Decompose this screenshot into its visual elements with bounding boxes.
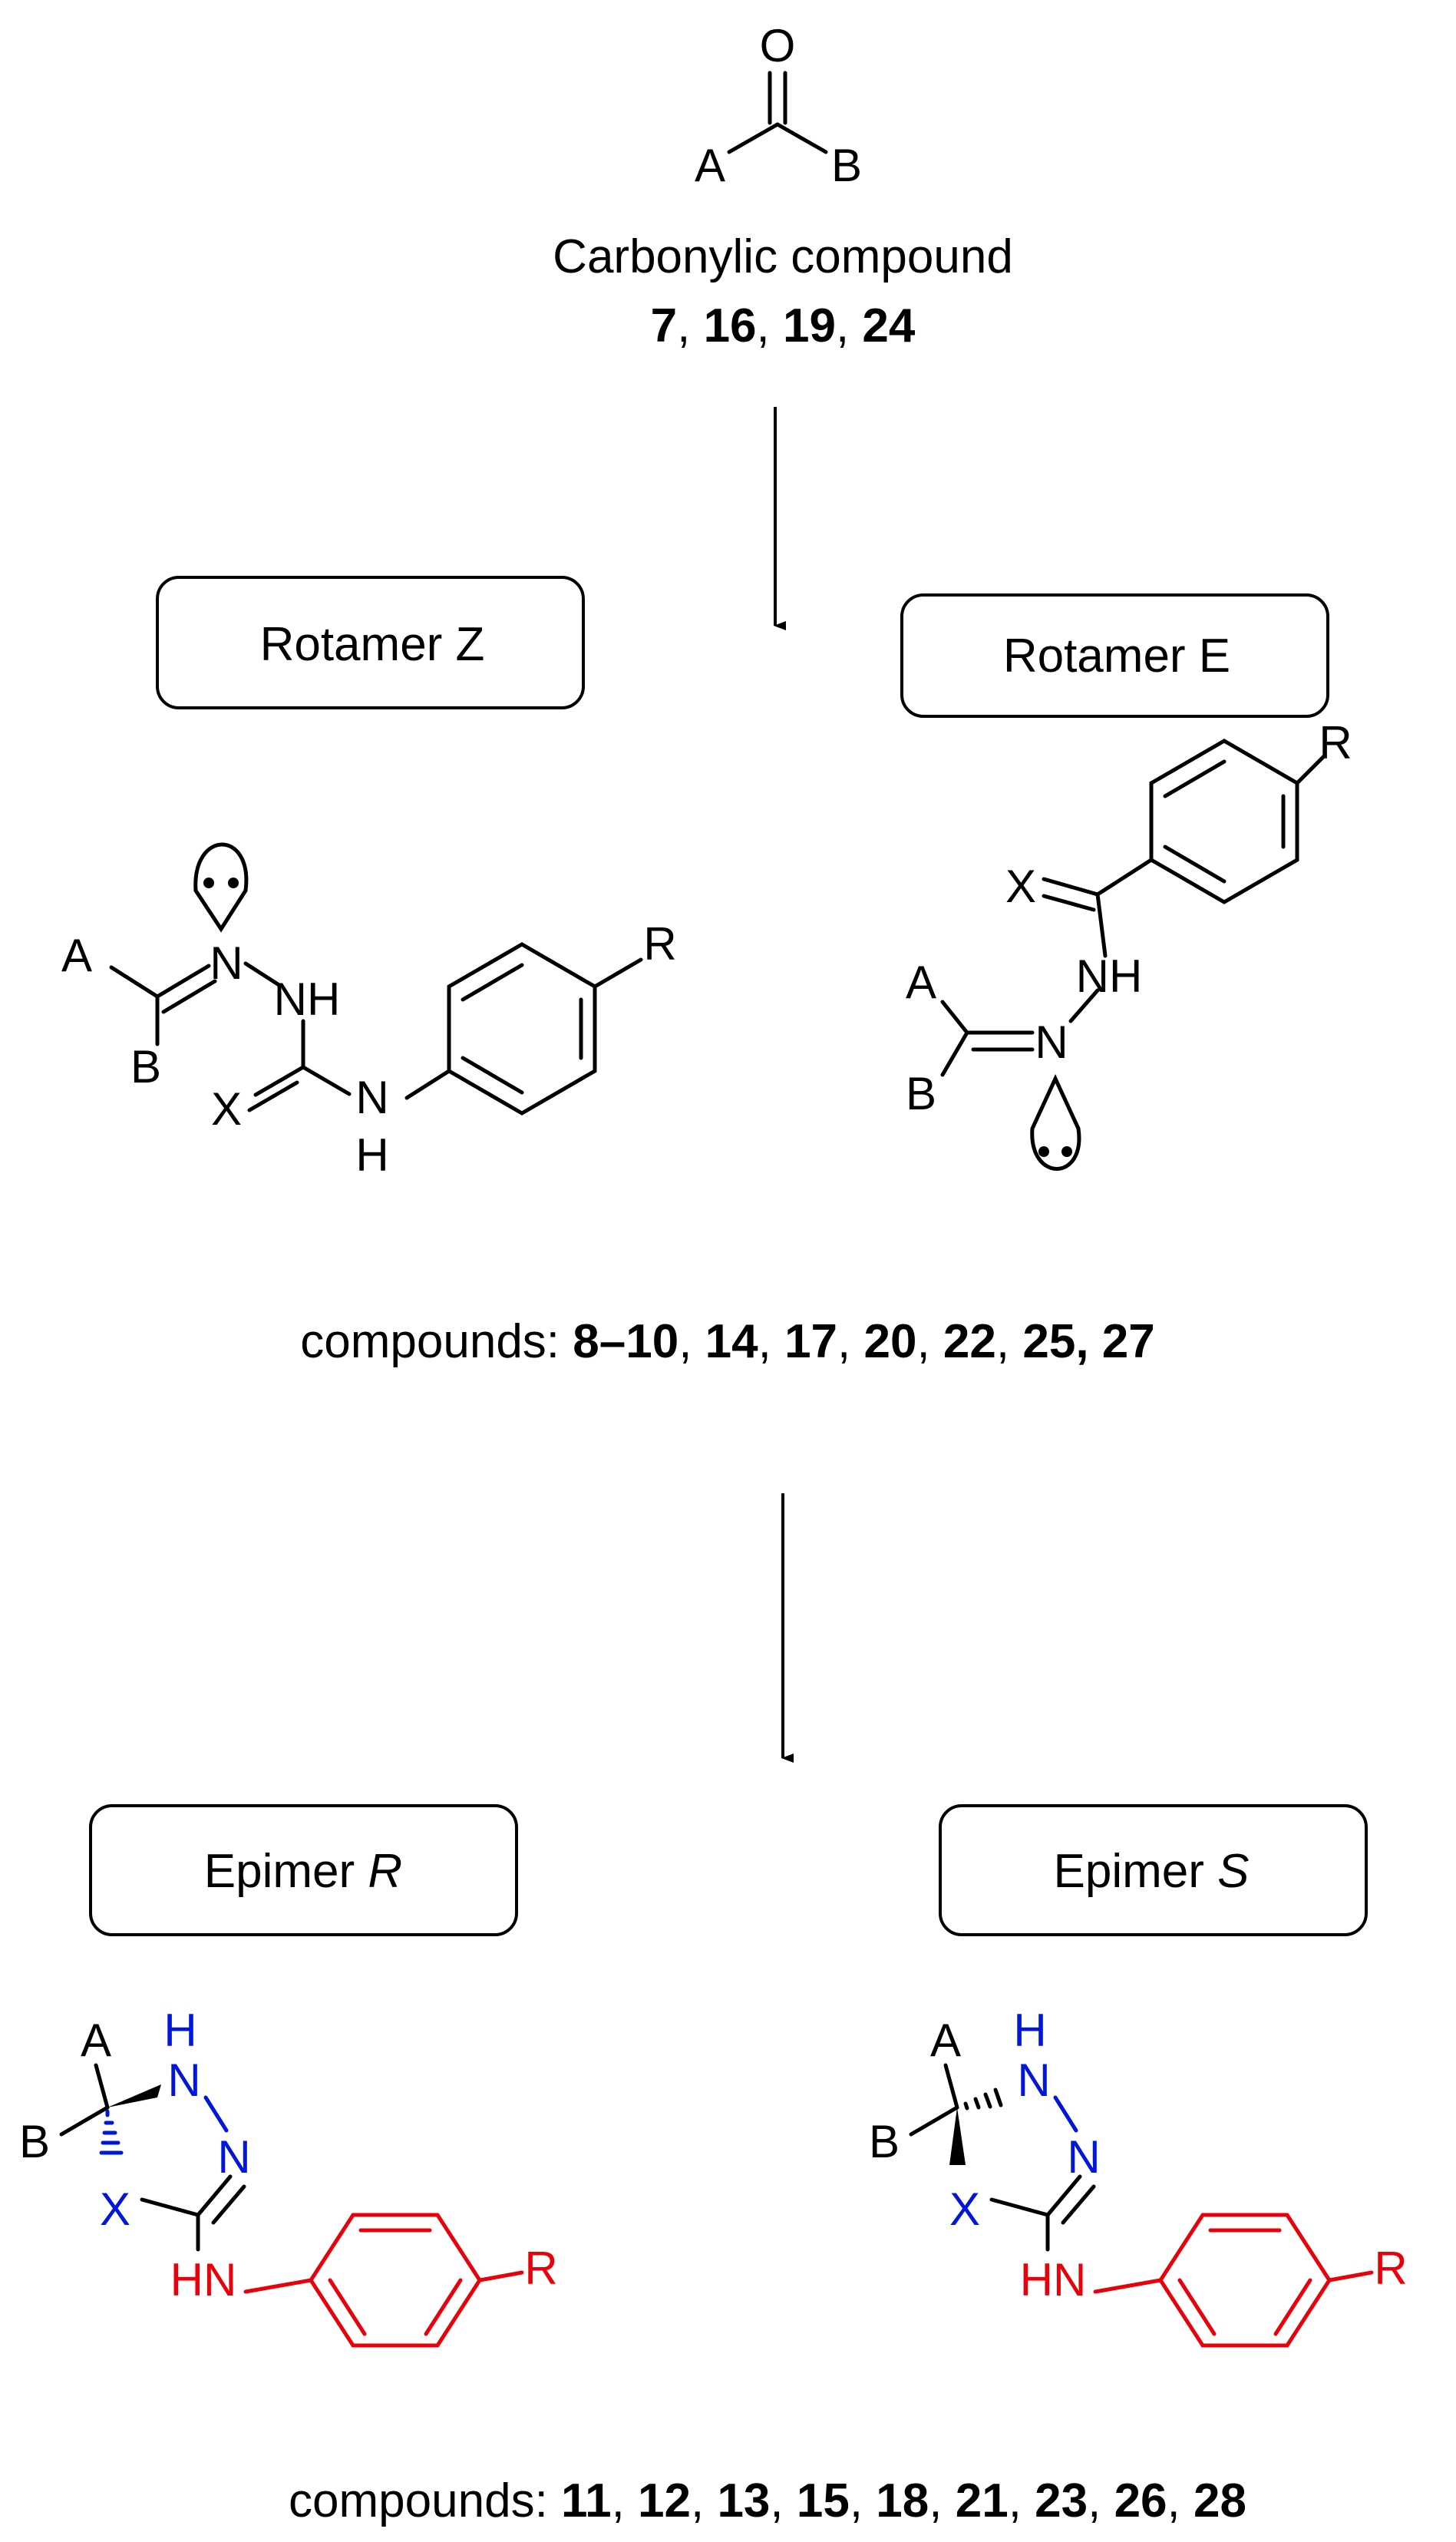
epimer-r-label: Epimer R [204,1845,402,1898]
atom-nh: NH [1076,950,1143,1002]
atom-r: R [1319,717,1352,769]
rotamer-z-structure: A N NH B X N H R [61,842,677,1181]
compound-number: 19 [783,299,836,352]
compound-number: 26 [1114,2474,1167,2527]
atom-a: A [930,2015,961,2066]
atom-n: N [1035,1016,1068,1068]
compound-number: 27 [1102,1315,1155,1368]
atom-hn: HN [170,2254,237,2306]
rotamer-z-box: Rotamer Z [156,576,585,709]
atom-r: R [524,2243,557,2294]
caption-prefix: compounds: [300,1315,573,1368]
hashed-bond [99,2109,124,2155]
compound-number: 14 [705,1315,758,1368]
compound-number: 12 [638,2474,691,2527]
atom-x: X [949,2183,980,2235]
hashed-bond [963,2087,1003,2111]
atom-b: B [869,2116,900,2167]
atom-n: N [210,937,243,989]
atom-a: A [61,930,92,981]
epimer-s-label: Epimer S [1054,1845,1250,1898]
epimer-r-box: Epimer R [89,1804,518,1936]
lone-pair-icon [193,842,249,933]
atom-r: R [1374,2243,1407,2294]
epimer-s-box: Epimer S [939,1804,1368,1936]
epimer-compound-numbers: compounds: 11, 12, 13, 15, 18, 21, 23, 2… [289,2474,1246,2527]
rotamer-e-structure: R X NH A N B [906,717,1352,1171]
carbonyl-caption: Carbonylic compound [553,230,1013,283]
compound-number: 18 [876,2474,929,2527]
rotamer-e-label: Rotamer E [1003,630,1230,683]
compound-number: 24 [862,299,915,352]
atom-b: B [906,1068,936,1119]
atom-a: A [695,140,725,191]
compound-number: 22 [943,1315,996,1368]
atom-hn: HN [1020,2254,1087,2306]
compound-number: 7 [651,299,677,352]
compound-number: 8–10 [573,1315,678,1368]
compound-number: 15 [797,2474,850,2527]
atom-n: N [217,2131,250,2183]
atom-n: N [1067,2131,1100,2183]
atom-b: B [831,140,862,191]
atom-nh: NH [274,973,341,1025]
atom-h: H [163,2005,196,2056]
atom-x: X [211,1083,242,1135]
atom-a: A [81,2015,111,2066]
carbonyl-structure: O A B [695,20,862,191]
atom-n: N [167,2054,200,2106]
atom-n: N [1017,2054,1050,2106]
atom-h: H [355,1129,388,1181]
compound-number: 13 [717,2474,770,2527]
atom-a: A [906,957,936,1008]
compound-number: 20 [864,1315,917,1368]
atom-x: X [100,2183,130,2235]
atom-o: O [760,20,796,71]
epimer-r-structure: A H N B N X HN R [19,2005,558,2348]
atom-n: N [355,1072,388,1123]
atom-r: R [643,918,676,970]
rotamer-e-box: Rotamer E [900,593,1329,718]
carbonyl-compound-numbers: 7, 16, 19, 24 [651,299,916,352]
caption-prefix: compounds: [289,2474,561,2527]
compound-number: 21 [956,2474,1009,2527]
compound-number: 16 [704,299,757,352]
epimer-s-structure: A H N B N X HN R [869,2005,1408,2348]
rotamer-z-label: Rotamer Z [260,618,485,671]
atom-h: H [1013,2005,1046,2056]
atom-b: B [130,1041,161,1092]
compound-number: 25 [1022,1315,1075,1368]
compound-number: 23 [1035,2474,1088,2527]
atom-b: B [19,2116,50,2167]
compound-number: 28 [1194,2474,1246,2527]
atom-x: X [1005,861,1036,912]
compound-number: 17 [784,1315,837,1368]
compound-number: 11 [561,2474,612,2527]
lone-pair-icon [1030,1074,1081,1171]
rotamer-compound-numbers: compounds: 8–10, 14, 17, 20, 22, 25, 27 [300,1315,1154,1368]
